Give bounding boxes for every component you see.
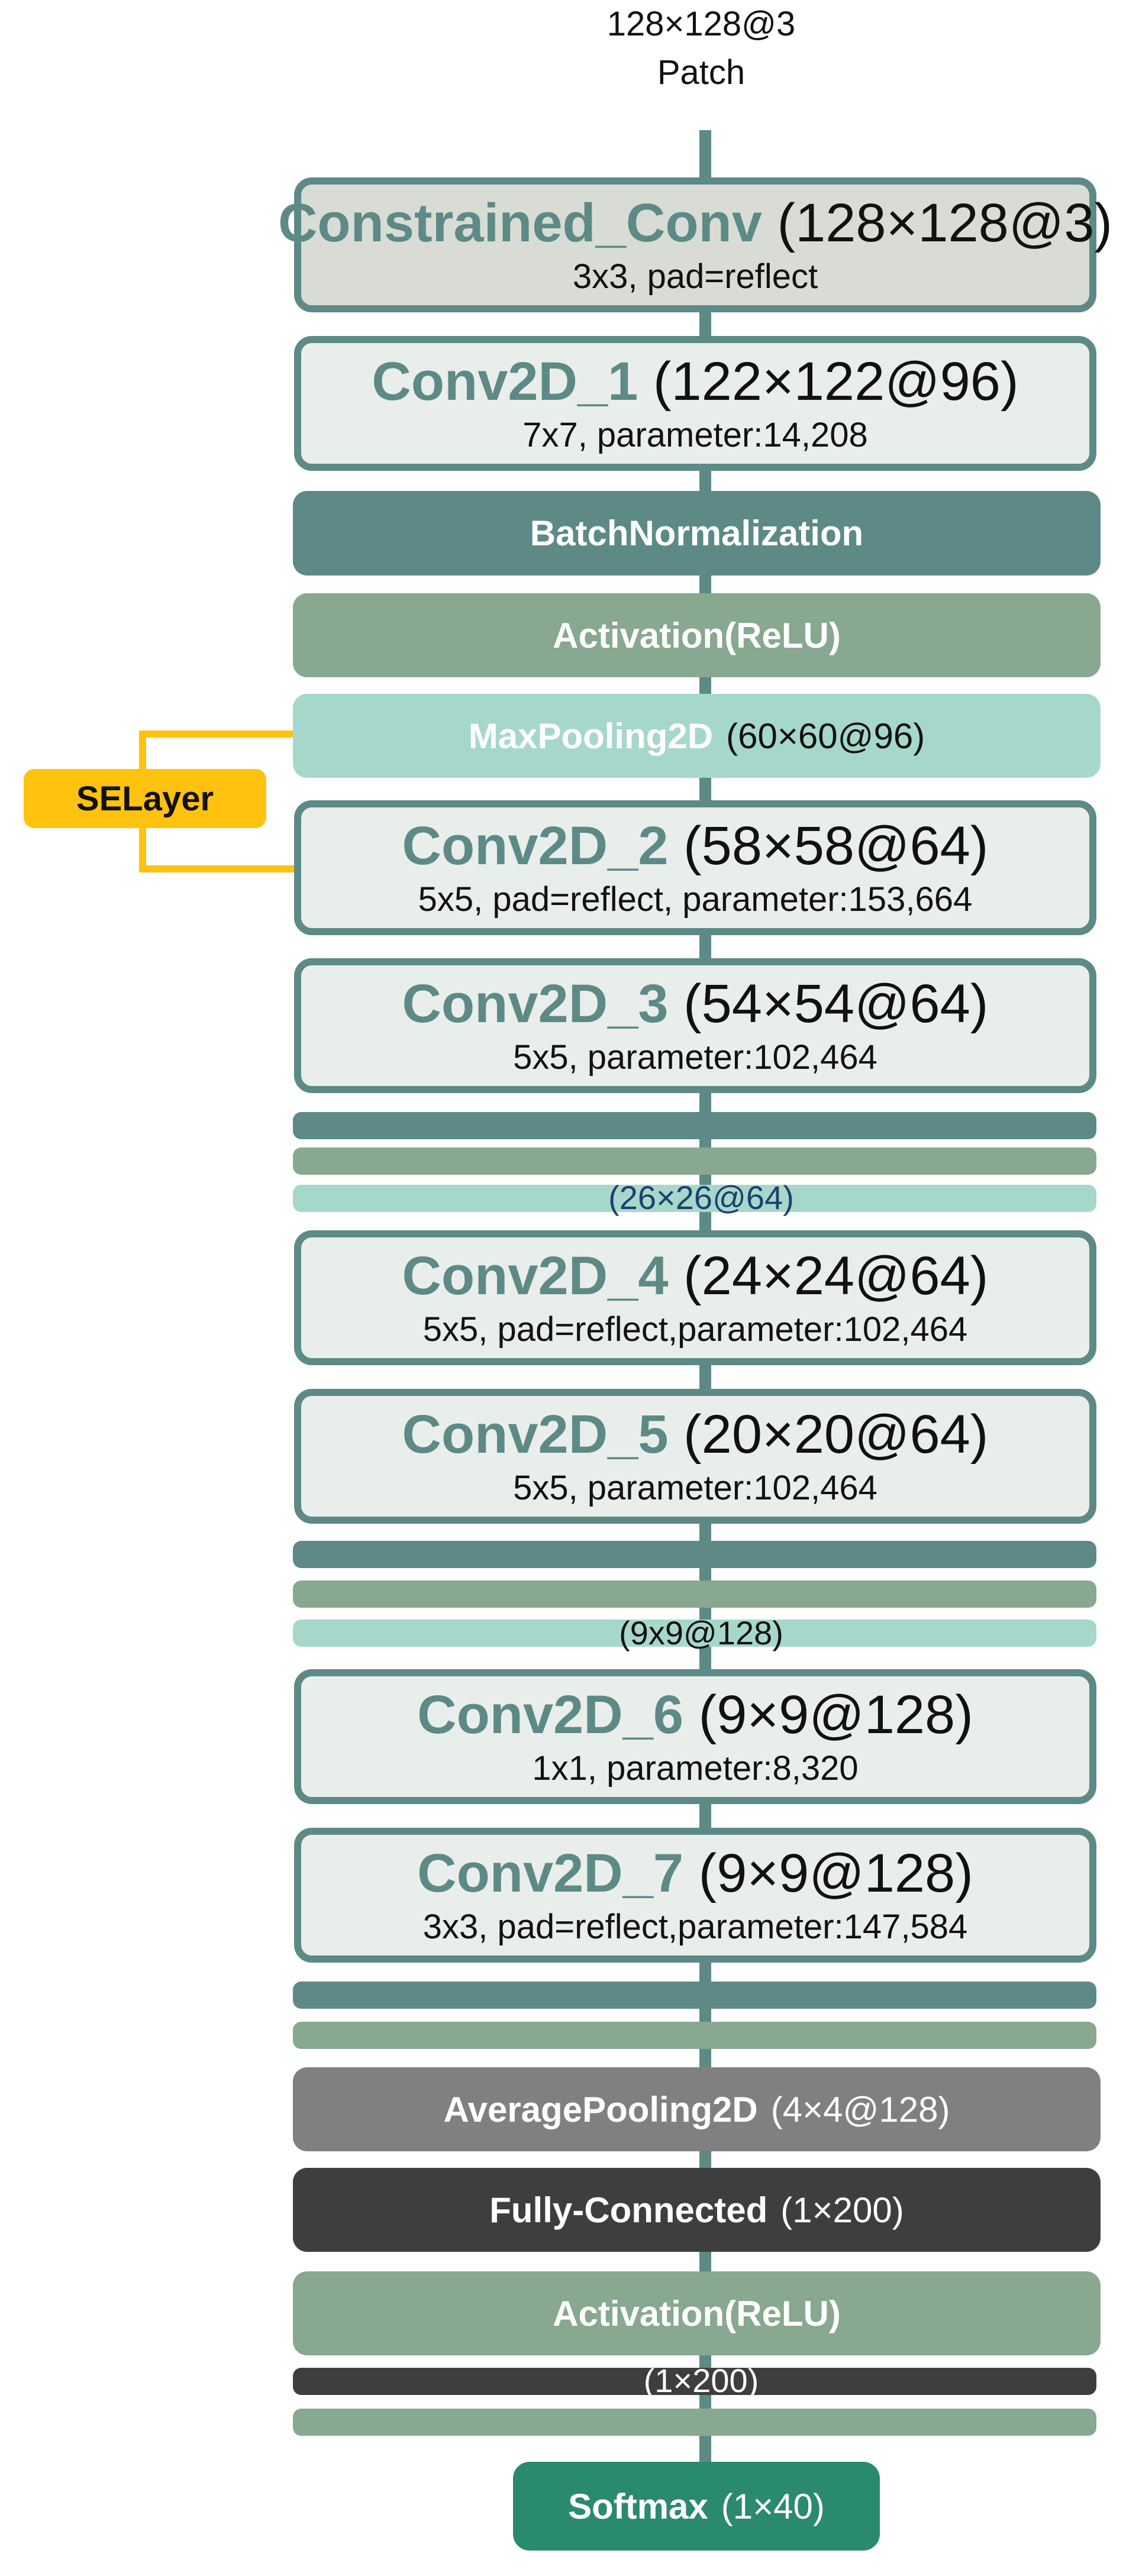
- avgpool-dims: (4×4@128): [770, 2089, 950, 2129]
- softmax-dims: (1×40): [721, 2486, 825, 2526]
- conv2d-2-name: Conv2D_2: [402, 816, 669, 876]
- conv2d-2-dims: (58×58@64): [683, 816, 989, 876]
- batchnorm-name: BatchNormalization: [530, 513, 864, 553]
- activation-4-bar: [293, 2022, 1096, 2049]
- conv2d-6-detail: 1x1, parameter:8,320: [532, 1749, 859, 1788]
- constrained-conv-dims: (128×128@3): [777, 193, 1113, 253]
- conv2d-2-title: Conv2D_2 (58×58@64): [402, 814, 989, 878]
- conv2d-3-detail: 5x5, parameter:102,464: [513, 1038, 877, 1077]
- maxpool-2-dims: (26×26@64): [608, 1179, 794, 1216]
- batchnorm-block: BatchNormalization: [293, 491, 1101, 576]
- fc-out-bar: [293, 2368, 1096, 2395]
- conv2d-1-detail: 7x7, parameter:14,208: [522, 416, 868, 454]
- conv2d-5-name: Conv2D_5: [402, 1404, 669, 1465]
- fc-dims: (1×200): [780, 2190, 904, 2230]
- conv2d-4-dims: (24×24@64): [683, 1246, 989, 1306]
- maxpool-3-bar: [293, 1620, 1096, 1647]
- fc-name: Fully-Connected: [489, 2190, 768, 2230]
- conv2d-4-name: Conv2D_4: [402, 1246, 669, 1306]
- conv2d-5-block: Conv2D_5 (20×20@64) 5x5, parameter:102,4…: [294, 1389, 1096, 1524]
- activation-1-name: Activation(ReLU): [553, 615, 841, 655]
- constrained-conv-name: Constrained_Conv: [278, 193, 762, 253]
- fc-block: Fully-Connected (1×200): [293, 2168, 1101, 2252]
- conv2d-7-name: Conv2D_7: [417, 1843, 684, 1903]
- conv2d-3-dims: (54×54@64): [683, 974, 989, 1034]
- conv2d-7-dims: (9×9@128): [698, 1843, 973, 1903]
- conv2d-6-dims: (9×9@128): [698, 1685, 973, 1745]
- conv2d-7-block: Conv2D_7 (9×9@128) 3x3, pad=reflect,para…: [294, 1828, 1096, 1963]
- conv2d-6-block: Conv2D_6 (9×9@128) 1x1, parameter:8,320: [294, 1669, 1096, 1804]
- input-label: 128×128@3 Patch: [0, 0, 1139, 97]
- constrained-conv-title: Constrained_Conv (128×128@3): [278, 191, 1112, 255]
- selayer-block: SELayer: [24, 769, 266, 828]
- conv2d-5-dims: (20×20@64): [683, 1404, 989, 1465]
- avgpool-name: AveragePooling2D: [443, 2089, 758, 2129]
- conv2d-1-block: Conv2D_1 (122×122@96) 7x7, parameter:14,…: [294, 336, 1096, 471]
- conv2d-1-dims: (122×122@96): [653, 351, 1019, 412]
- maxpool-3-dims: (9x9@128): [619, 1614, 783, 1651]
- conv2d-4-block: Conv2D_4 (24×24@64) 5x5, pad=reflect,par…: [294, 1230, 1096, 1365]
- maxpool-1-block: MaxPooling2D (60×60@96): [293, 694, 1101, 778]
- maxpool-2-bar: [293, 1185, 1096, 1212]
- activation-1-block: Activation(ReLU): [293, 593, 1101, 677]
- maxpool-1-dims: (60×60@96): [726, 716, 925, 756]
- avgpool-block: AveragePooling2D (4×4@128): [293, 2067, 1101, 2151]
- conv2d-5-detail: 5x5, parameter:102,464: [513, 1469, 877, 1507]
- activation-2-bar: [293, 1148, 1096, 1175]
- conv2d-3-block: Conv2D_3 (54×54@64) 5x5, parameter:102,4…: [294, 958, 1096, 1093]
- conv2d-3-name: Conv2D_3: [402, 974, 669, 1034]
- input-dims: 128×128@3: [606, 5, 796, 43]
- conv2d-1-name: Conv2D_1: [372, 351, 638, 412]
- conv2d-6-name: Conv2D_6: [417, 1685, 684, 1745]
- softmax-block: Softmax (1×40): [513, 2462, 880, 2551]
- input-name: Patch: [657, 53, 746, 92]
- conv2d-4-detail: 5x5, pad=reflect,parameter:102,464: [422, 1310, 968, 1349]
- fc-out-dims: (1×200): [643, 2362, 759, 2399]
- conv2d-5-title: Conv2D_5 (20×20@64): [402, 1402, 989, 1466]
- constrained-conv-detail: 3x3, pad=reflect: [572, 257, 818, 296]
- constrained-conv-block: Constrained_Conv (128×128@3) 3x3, pad=re…: [278, 177, 1112, 312]
- conv2d-2-detail: 5x5, pad=reflect, parameter:153,664: [418, 880, 973, 919]
- conv2d-3-title: Conv2D_3 (54×54@64): [402, 972, 989, 1036]
- conv2d-7-detail: 3x3, pad=reflect,parameter:147,584: [422, 1908, 968, 1946]
- conv2d-7-title: Conv2D_7 (9×9@128): [417, 1841, 973, 1905]
- conv2d-4-title: Conv2D_4 (24×24@64): [402, 1244, 989, 1308]
- conv2d-1-title: Conv2D_1 (122×122@96): [372, 350, 1018, 413]
- batchnorm-2-bar: [293, 1112, 1096, 1139]
- activation-3-bar: [293, 1580, 1096, 1608]
- se-connector-bottom: [139, 865, 294, 872]
- conv2d-2-block: Conv2D_2 (58×58@64) 5x5, pad=reflect, pa…: [294, 800, 1096, 935]
- activation-5-name: Activation(ReLU): [553, 2293, 841, 2333]
- activation-6-bar: [293, 2409, 1096, 2436]
- batchnorm-4-bar: [293, 1982, 1096, 2009]
- conv2d-6-title: Conv2D_6 (9×9@128): [417, 1683, 973, 1747]
- softmax-name: Softmax: [568, 2486, 708, 2526]
- activation-5-block: Activation(ReLU): [293, 2271, 1101, 2355]
- maxpool-1-name: MaxPooling2D: [468, 716, 714, 756]
- batchnorm-3-bar: [293, 1541, 1096, 1568]
- se-connector-top: [139, 731, 294, 738]
